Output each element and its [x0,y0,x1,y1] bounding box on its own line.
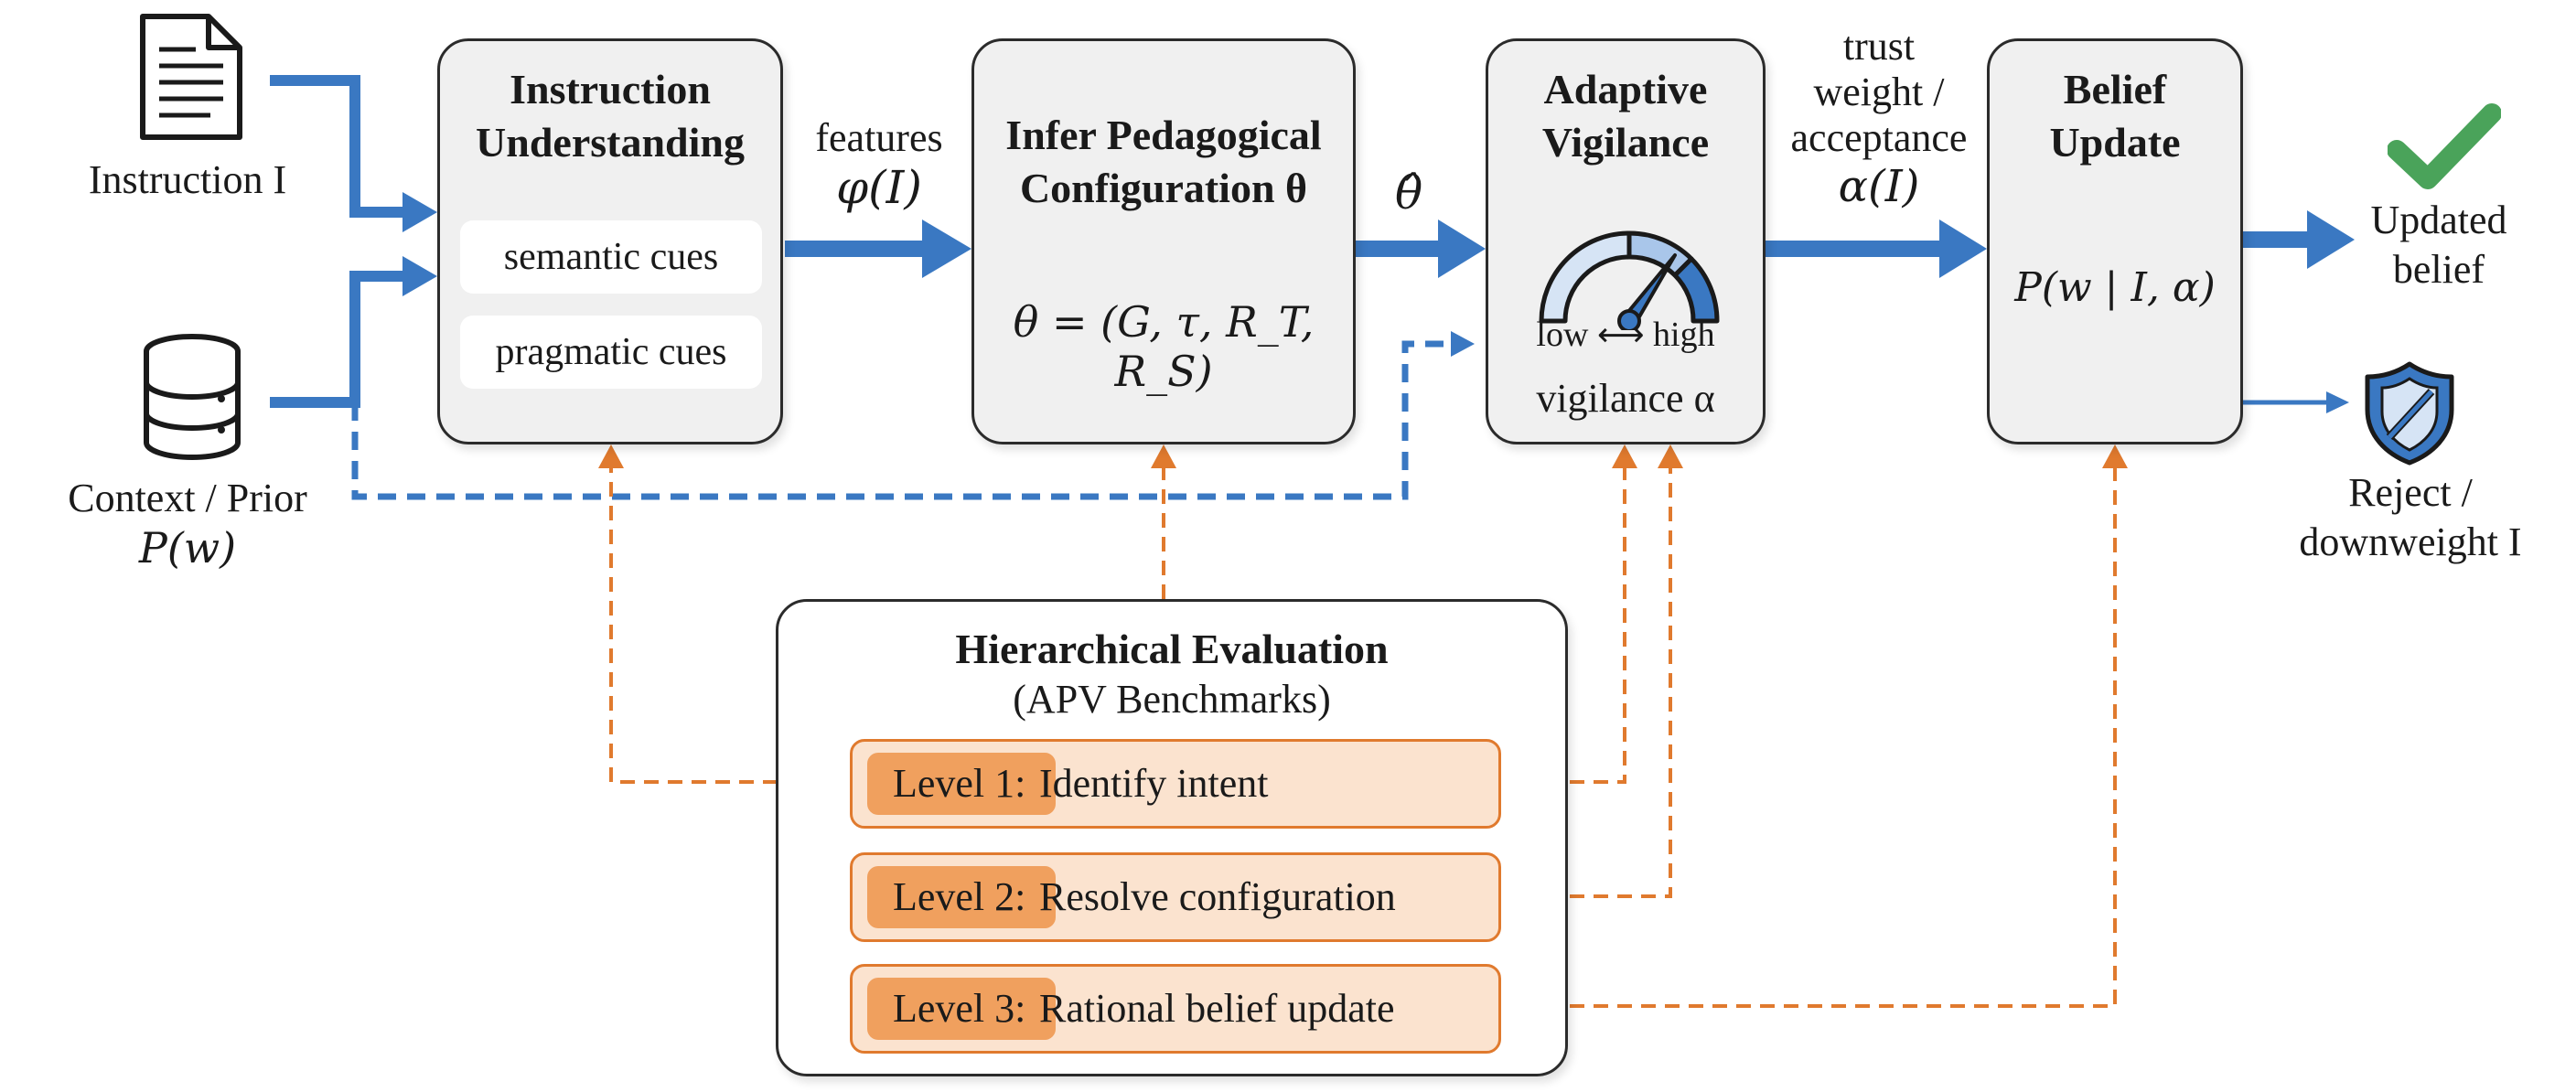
trust-line3: acceptance [1790,115,1968,160]
hierarchical-evaluation-panel: Hierarchical Evaluation (APV Benchmarks)… [776,599,1568,1076]
level-3-tag: Level 3: [867,978,1056,1040]
context-label-line1: Context / Prior [68,476,307,520]
scale-high-label: high [1653,316,1715,354]
arrow-belief-to-reject [2243,391,2349,413]
evaluation-subtitle: (APV Benchmarks) [1013,677,1331,722]
arrowhead-config [1151,444,1176,468]
trust-line4: α(I) [1838,161,1920,212]
scale-arrow: ⟷ [1596,316,1645,354]
updated-line2: belief [2392,247,2485,292]
reject-label: Reject / downweight I [2259,468,2561,567]
configuration-formula: θ = (G, τ, R_T, R_S) [1013,297,1315,396]
dashed-level1-to-vigilance [1498,466,1626,784]
trust-line2: weight / [1813,70,1945,114]
theta-hat-edge-label: θ̂ [1394,166,1423,219]
infer-configuration-box: Infer Pedagogical Configuration θ θ = (G… [971,38,1356,444]
trust-line1: trust [1842,24,1916,69]
level-1-row: Level 1: Identify intent [850,739,1501,829]
av-title-line2: Vigilance [1541,119,1710,166]
arrow-understanding-to-config [785,219,971,278]
ic-title-line2: Configuration θ [1019,165,1308,211]
arrow-belief-to-updated [2243,210,2355,269]
bu-title-line1: Belief [2063,66,2167,112]
features-line2: φ(I) [836,161,922,214]
checkmark-icon [2388,103,2501,189]
context-label-line2: P(w) [138,523,237,573]
infer-configuration-title: Infer Pedagogical Configuration θ [974,109,1353,215]
reject-line1: Reject / [2348,470,2473,515]
arrowhead-understanding [598,444,624,468]
document-icon [140,14,242,140]
context-label: Context / Prior P(w) [37,474,338,573]
level-3-row: Level 3: Rational belief update [850,964,1501,1054]
reject-line2: downweight I [2299,519,2522,564]
level-2-tag: Level 2: [867,866,1056,928]
adaptive-vigilance-box: Adaptive Vigilance low ⟷ high vigilance … [1486,38,1766,444]
semantic-cues-chip: semantic cues [460,220,762,294]
iu-title-line2: Understanding [476,119,745,166]
scale-low-label: low [1536,316,1589,354]
vigilance-alpha-label: vigilance α [1536,376,1715,421]
arrow-config-to-vigilance [1356,219,1486,278]
belief-formula: P(w | I, α) [2014,264,2216,311]
level-1-text: Identify intent [1039,761,1269,806]
instruction-label: Instruction I [88,157,287,202]
features-edge-label: features φ(I) [792,113,966,212]
arrow-instruction-to-understanding [270,75,437,232]
level-3-text: Rational belief update [1039,986,1395,1031]
dashed-prior-to-vigilance [351,331,1475,500]
shield-icon [2365,361,2454,466]
level-2-row: Level 2: Resolve configuration [850,852,1501,942]
database-icon [144,334,241,460]
trust-weight-edge-label: trust weight / acceptance α(I) [1771,24,1987,212]
pragmatic-cues-chip: pragmatic cues [460,316,762,389]
arrowhead-vigilance-2 [1658,444,1683,468]
dashed-level3-to-belief [1498,466,2117,1008]
level-1-tag: Level 1: [867,753,1056,815]
arrow-vigilance-to-belief [1766,219,1987,278]
features-line1: features [815,115,943,160]
evaluation-title: Hierarchical Evaluation [955,626,1389,672]
level-2-text: Resolve configuration [1039,874,1396,919]
instruction-understanding-box: Instruction Understanding semantic cues … [437,38,783,444]
arrow-context-to-understanding [270,256,437,408]
updated-line1: Updated [2370,198,2507,242]
arrowhead-belief [2102,444,2128,468]
updated-belief-label: Updated belief [2329,196,2549,294]
vigilance-scale: low ⟷ high [1488,312,1763,359]
belief-update-box: Belief Update P(w | I, α) [1987,38,2243,444]
arrowhead-vigilance-1 [1612,444,1637,468]
bu-title-line2: Update [2049,119,2181,166]
ic-title-line1: Infer Pedagogical [1005,112,1322,158]
dashed-level1-to-understanding [609,466,849,784]
instruction-understanding-title: Instruction Understanding [440,63,780,169]
iu-title-line1: Instruction [510,66,711,112]
av-title-line1: Adaptive [1543,66,1708,112]
belief-update-title: Belief Update [1990,63,2240,169]
adaptive-vigilance-title: Adaptive Vigilance [1488,63,1763,169]
gauge-icon [1539,230,1720,330]
